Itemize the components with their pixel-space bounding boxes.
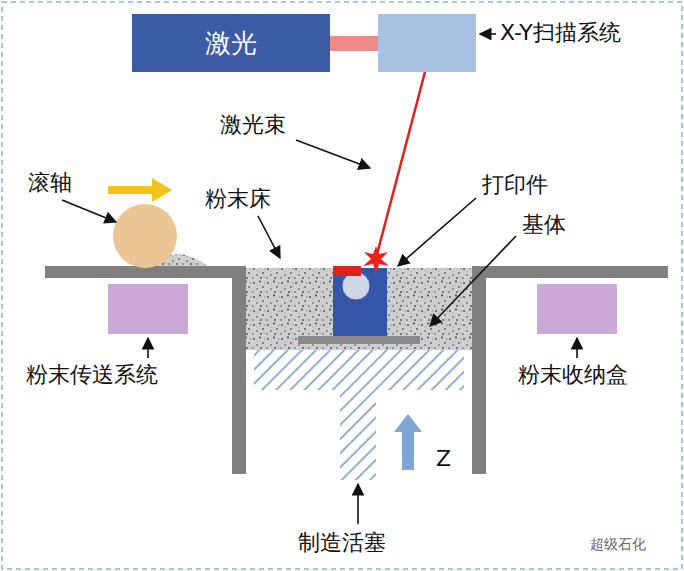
node-text: 激光 xyxy=(205,26,257,61)
beam-label: 激光束 xyxy=(220,112,286,138)
powder-feed xyxy=(108,284,188,334)
watermark: 超级石化 xyxy=(590,535,646,553)
chamber-wall xyxy=(232,266,246,474)
printed-part xyxy=(333,268,387,336)
leaders xyxy=(62,34,577,524)
axis-label: Z xyxy=(436,446,451,472)
feed-label: 粉末传送系统 xyxy=(26,362,158,388)
bin-label: 粉末收纳盒 xyxy=(518,362,628,388)
piston-rod xyxy=(340,390,376,480)
laser-spark xyxy=(363,246,389,273)
roller-label: 滚轴 xyxy=(28,170,72,196)
platform xyxy=(472,266,668,278)
sintered-layer xyxy=(333,266,361,276)
substrate-label: 基体 xyxy=(522,212,566,238)
part-hole xyxy=(342,272,370,300)
motion-arrow xyxy=(108,178,172,202)
part-label: 打印件 xyxy=(482,172,548,198)
xy-scanner xyxy=(378,14,476,72)
laser-box: 激光 xyxy=(132,14,330,72)
piston-label: 制造活塞 xyxy=(298,530,386,556)
roller xyxy=(113,204,177,268)
substrate xyxy=(298,336,420,344)
laser-beam xyxy=(376,72,425,258)
chamber-wall xyxy=(472,266,486,474)
piston-plate xyxy=(254,350,464,390)
scanner-label: X-Y扫描系统 xyxy=(500,20,621,46)
powder-bin xyxy=(537,284,617,334)
laser-coupling xyxy=(330,36,378,51)
z-arrow xyxy=(394,414,422,470)
bed-label: 粉末床 xyxy=(205,186,271,212)
powder-bed xyxy=(246,268,472,350)
